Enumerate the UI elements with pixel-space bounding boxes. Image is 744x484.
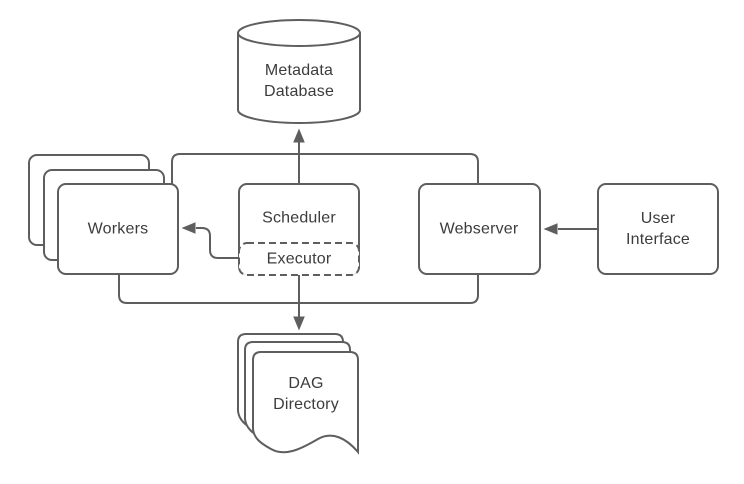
node-executor [238, 242, 360, 276]
connector-to-dag-directory [293, 275, 305, 331]
arrowhead-up-icon [293, 128, 305, 143]
node-user-interface [597, 183, 719, 275]
arrowhead-down-icon [293, 316, 305, 331]
arrowhead-left-icon [543, 223, 558, 235]
arrowhead-left-icon [181, 222, 196, 234]
connector-scheduler-to-database [293, 128, 305, 184]
node-webserver [418, 183, 541, 275]
node-metadata-database [237, 19, 361, 124]
node-workers [28, 154, 179, 275]
connector-top-bus [171, 153, 479, 184]
connector-user-interface-to-webserver [543, 223, 598, 235]
node-dag-directory [237, 333, 359, 455]
connector-executor-to-workers [181, 222, 239, 259]
